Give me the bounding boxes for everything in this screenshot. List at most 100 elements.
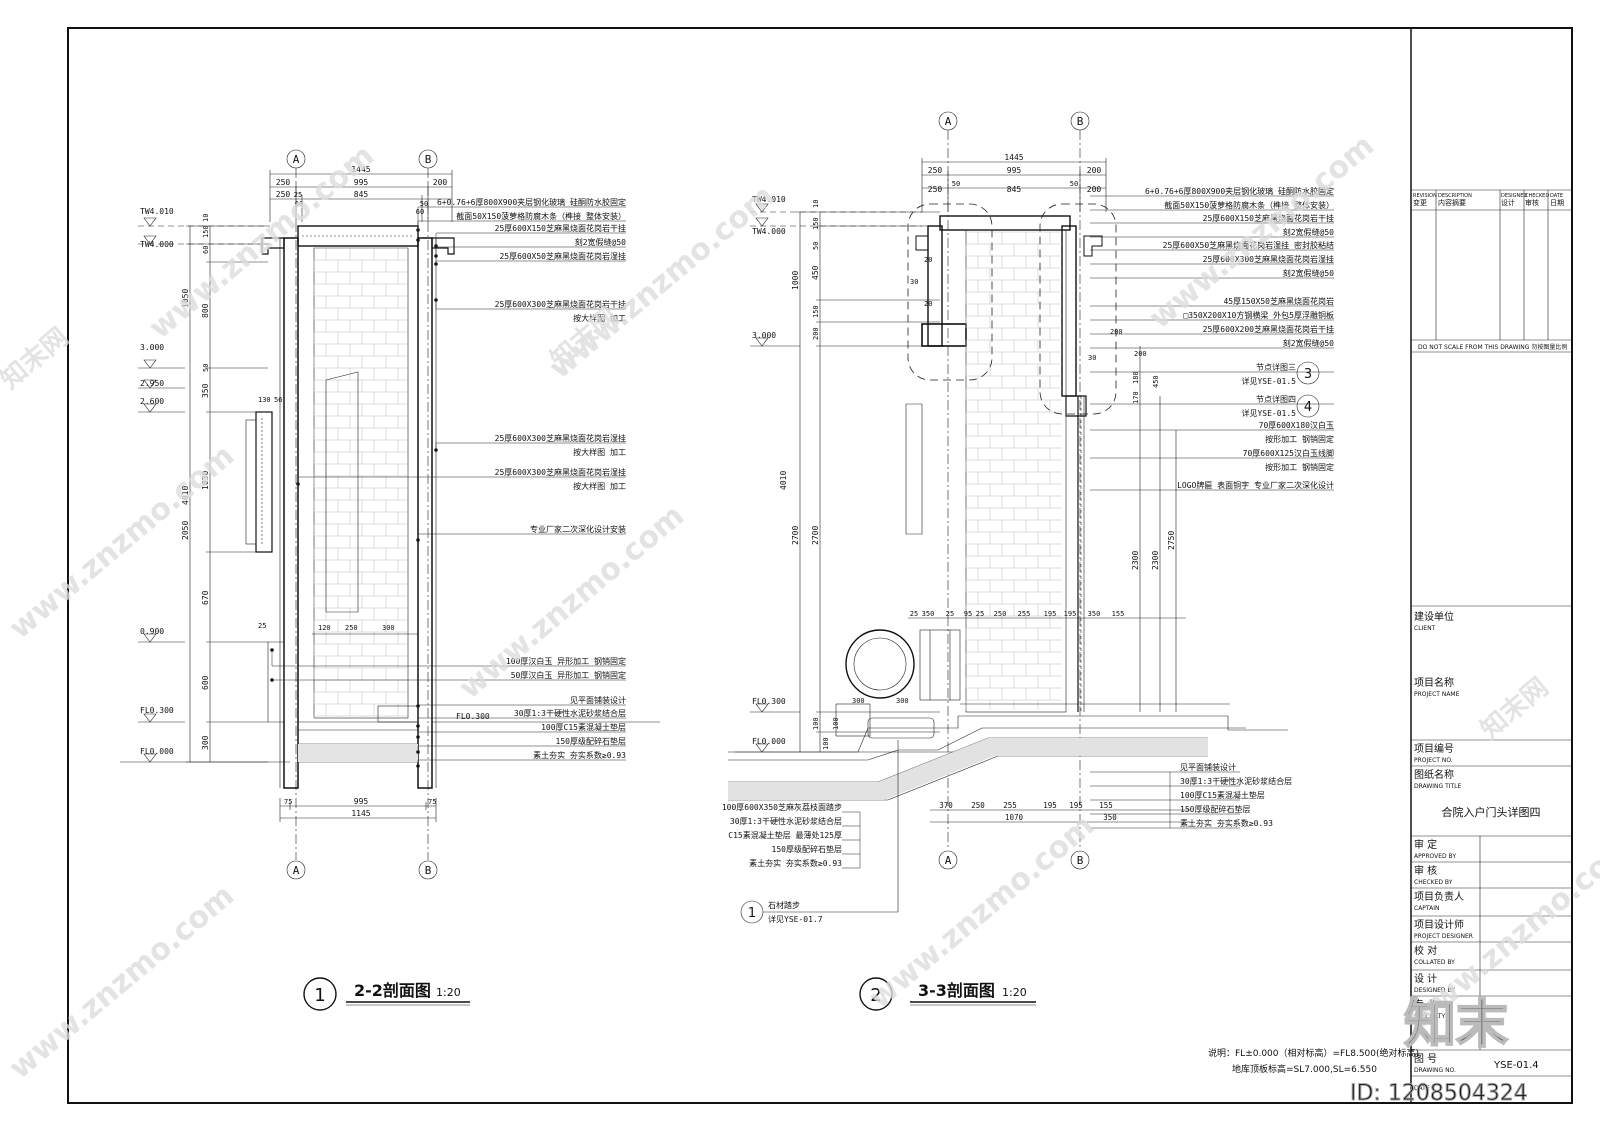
s1-callout-1: 截面50X150菠萝格防腐木条（榫接 整体安装） bbox=[456, 211, 626, 221]
dim2-50: 50 bbox=[812, 242, 820, 250]
column-ornament bbox=[255, 411, 273, 553]
dim-845: 845 bbox=[354, 190, 369, 199]
level2-3000: 3.000 bbox=[752, 331, 776, 340]
s2-callout-left-3: 150厚级配碎石垫层 bbox=[772, 844, 842, 854]
tb-collated: COLLATED BY bbox=[1414, 959, 1455, 966]
detail-4-bubble bbox=[1296, 394, 1320, 418]
bottom-dim-1: 250 bbox=[971, 801, 985, 810]
dim-2050: 2050 bbox=[181, 521, 190, 540]
tb-title-en: DRAWING TITLE bbox=[1414, 783, 1462, 790]
tb-noscale: DO NOT SCALE FROM THIS DRAWING 勿按图量比例 bbox=[1418, 343, 1567, 351]
s2-callout-4: 25厚600X50芝麻黑烧面花岗岩湿挂 密封胶粘结 bbox=[1163, 240, 1334, 250]
s1-callout-17: 150厚级配碎石垫层 bbox=[556, 736, 626, 746]
dim2-10: 10 bbox=[812, 200, 820, 208]
dim2-200d: 200 bbox=[1134, 350, 1147, 358]
dim-50b: 50 bbox=[202, 364, 210, 372]
dim2-200b: 200 bbox=[1087, 185, 1102, 194]
dim2-450b: 450 bbox=[1152, 375, 1160, 388]
s1-callout-9: 25厚600X300芝麻黑烧面花岗岩湿挂 bbox=[495, 467, 626, 477]
dim-60a: 60 bbox=[295, 200, 303, 208]
dim2-100a: 100 bbox=[812, 717, 820, 730]
step-dim-6: 255 bbox=[1018, 610, 1031, 618]
detail-4-outline bbox=[1039, 203, 1117, 415]
dim2-50b: 50 bbox=[1070, 180, 1078, 188]
dim-60: 60 bbox=[202, 246, 210, 254]
tb-approved-cn: 审 定 bbox=[1414, 838, 1437, 851]
dim2-300b: 300 bbox=[896, 697, 909, 705]
tb-checkedby-cn: 审 核 bbox=[1414, 864, 1437, 877]
tb-drawno: DRAWING NO. bbox=[1414, 1067, 1456, 1074]
section2-callouts: 6+0.76+6厚800X900夹层钢化玻璃 硅酮防水胶固定截面50X150菠萝… bbox=[1145, 186, 1334, 828]
tb-captain: CAPTAIN bbox=[1414, 905, 1439, 912]
s2-callout-15: 70厚600X180汉白玉 bbox=[1259, 420, 1334, 430]
level-tw4000: TW4.000 bbox=[140, 240, 174, 249]
section-2-2: A B A B 1445 250 995 200 250 25 845 50 6… bbox=[120, 149, 660, 1011]
s2-callout-left-1: 30厚1:3干硬性水泥砂浆结合层 bbox=[730, 816, 842, 826]
detail-3-number: 3 bbox=[1304, 367, 1312, 382]
dim2-150: 150 bbox=[812, 217, 820, 230]
s1-callout-10: 按大样图 加工 bbox=[573, 481, 626, 491]
axis-a-label-bottom: A bbox=[293, 864, 300, 877]
dim-250: 250 bbox=[276, 178, 291, 187]
dim-350: 350 bbox=[201, 383, 210, 398]
watermark-logo: 知末 bbox=[1404, 995, 1508, 1055]
s1-callout-7: 25厚600X300芝麻黑烧面花岗岩湿挂 bbox=[495, 433, 626, 443]
tb-drawno-cn: 图 号 bbox=[1414, 1053, 1437, 1065]
tb-drawno-value: YSE-01.4 bbox=[1493, 1060, 1539, 1071]
bottom-dim-3: 195 bbox=[1043, 801, 1057, 810]
tb-specialty: SPECIALTY bbox=[1414, 1013, 1445, 1020]
dim-60b: 60 bbox=[416, 208, 424, 216]
dim-56: 56 bbox=[274, 396, 282, 404]
dim2-300a: 300 bbox=[852, 697, 865, 705]
axis-a-label-top-2: A bbox=[945, 115, 952, 128]
s1-callout-6: 按大样图 加工 bbox=[573, 313, 626, 323]
dim-120: 120 bbox=[318, 624, 331, 632]
tb-title-cn: 图纸名称 bbox=[1414, 768, 1454, 781]
s2-callout-23: 150厚级配碎石垫层 bbox=[1180, 804, 1250, 814]
dim-995: 995 bbox=[354, 178, 369, 187]
s2-callout-left-2: C15素混凝土垫层 最薄处125厚 bbox=[728, 830, 842, 840]
tb-design: DESIGNED BY bbox=[1414, 987, 1455, 994]
dim2-20: 20 bbox=[924, 256, 932, 264]
level-0900: 0.900 bbox=[140, 627, 164, 636]
s1-callout-4: 25厚600X50芝麻黑烧面花岗岩湿挂 bbox=[499, 251, 626, 261]
brick-pattern-2 bbox=[965, 231, 1062, 710]
bottom-dim-0: 370 bbox=[939, 801, 953, 810]
dim-250b: 250 bbox=[276, 190, 291, 199]
section-3-3: A B A B 1445 250 995 200 250 50 845 50 2… bbox=[722, 111, 1334, 1011]
right-pier-2 bbox=[1061, 225, 1077, 397]
tb-designed: DESIGNED bbox=[1501, 193, 1527, 199]
watermark-id: ID: 1208504324 bbox=[1350, 1081, 1528, 1106]
sheet-border bbox=[67, 27, 1573, 1104]
dim2-30: 30 bbox=[910, 278, 918, 286]
tb-drawing-title: 合院入户门头详图四 bbox=[1442, 805, 1541, 819]
s2-callout-left-4: 素土夯实 夯实系数≥0.93 bbox=[749, 858, 842, 868]
dim-1050: 1050 bbox=[181, 289, 190, 308]
detail-3-outline bbox=[907, 203, 993, 381]
dim2-150b: 150 bbox=[812, 305, 820, 318]
level-3000: 3.000 bbox=[140, 343, 164, 352]
dim2-250b: 250 bbox=[928, 185, 943, 194]
bottom-dim-4: 195 bbox=[1069, 801, 1083, 810]
left-wall bbox=[283, 237, 299, 789]
s2-callout-11: 节点详图三 bbox=[1256, 362, 1296, 372]
bottom-dim-6: 1070 bbox=[1005, 813, 1024, 822]
detail-4-number: 4 bbox=[1304, 400, 1312, 415]
planter-pot bbox=[845, 629, 915, 699]
step-dim-7: 195 bbox=[1044, 610, 1057, 618]
tb-project-cn: 项目名称 bbox=[1414, 676, 1454, 689]
s2-callout-13: 节点详图四 bbox=[1256, 394, 1296, 404]
dim2-100c: 100 bbox=[822, 737, 830, 750]
s2-callout-14: 详见YSE-01.5 bbox=[1241, 408, 1296, 418]
axis-a-label-top: A bbox=[293, 153, 300, 166]
bottom-dim-2: 255 bbox=[1003, 801, 1017, 810]
bottom-dim-5: 155 bbox=[1099, 801, 1113, 810]
tb-description-cn: 内容摘要 bbox=[1438, 198, 1466, 207]
s2-callout-0: 6+0.76+6厚800X900夹层钢化玻璃 硅酮防水胶固定 bbox=[1145, 186, 1334, 196]
s1-callout-14: 见平面铺装设计 bbox=[570, 695, 626, 705]
watermark-site-8: www.znzmo.com bbox=[3, 878, 241, 1086]
watermark-site-1: www.znzmo.com bbox=[143, 138, 381, 346]
tb-checkedby: CHECKED BY bbox=[1414, 879, 1453, 886]
